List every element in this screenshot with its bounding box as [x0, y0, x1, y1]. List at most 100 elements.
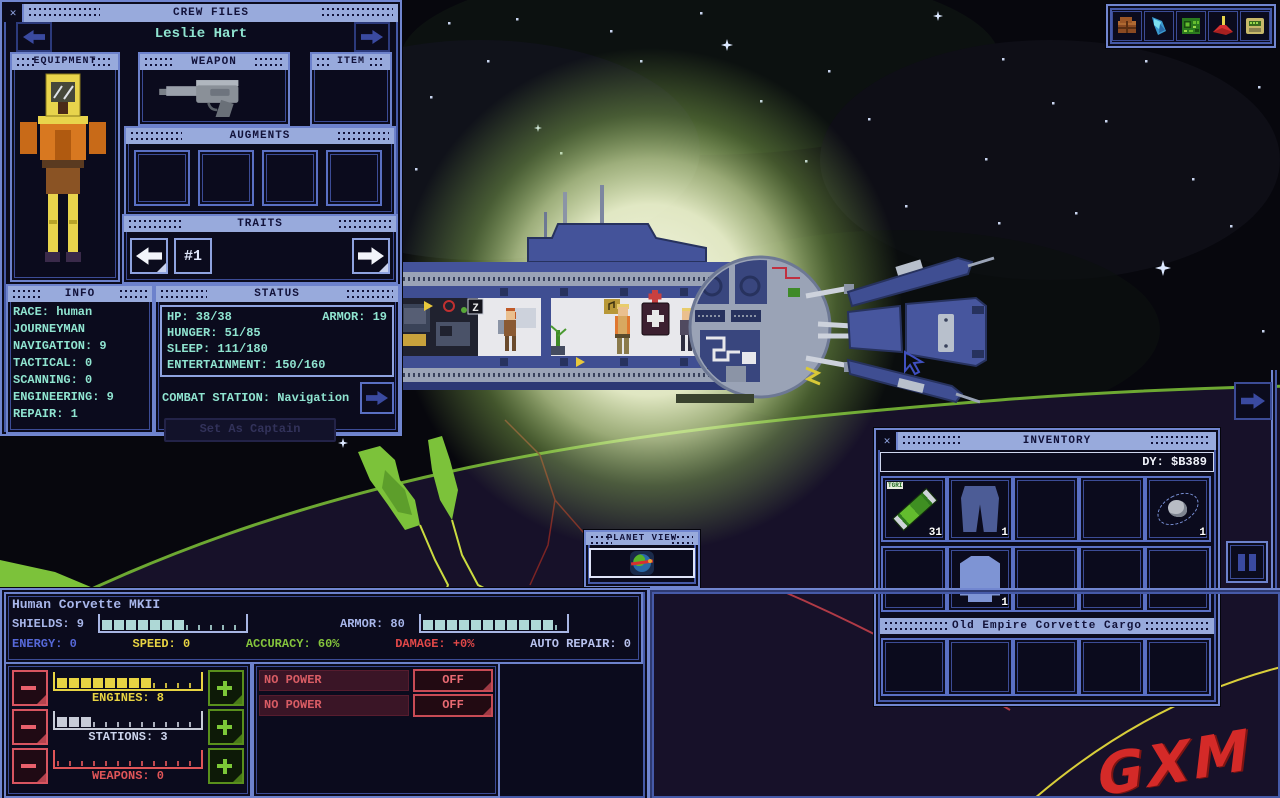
inventory-slot[interactable]: [1079, 476, 1145, 542]
system-row-label: NO POWER: [259, 695, 409, 716]
scroll-right-button[interactable]: [1234, 382, 1272, 420]
status-armor: ARMOR: 19: [322, 310, 387, 324]
stations-bar: [53, 710, 203, 730]
info-header: INFO: [8, 286, 152, 302]
inventory-slot[interactable]: [1145, 546, 1211, 612]
bar-segment: [129, 677, 139, 688]
sparkle-star: [721, 39, 733, 51]
star: [700, 12, 703, 15]
damage-label: DAMAGE: +0%: [395, 637, 475, 651]
engines-label: ENGINES: 8: [91, 690, 164, 705]
starfield: [338, 11, 1265, 448]
engines-plus-button[interactable]: [208, 670, 244, 706]
close-icon[interactable]: ✕: [878, 432, 898, 450]
beacon-icon[interactable]: [1208, 11, 1238, 41]
energy-label: ENERGY: 0: [12, 637, 77, 651]
augment-slot[interactable]: [326, 150, 382, 206]
combat-station-next-button[interactable]: [360, 382, 394, 414]
bar-segment: [177, 760, 187, 766]
gxm-watermark: GXM: [1096, 717, 1256, 798]
item-count: 31: [928, 527, 942, 539]
pause-button[interactable]: [1226, 541, 1268, 583]
star: [415, 168, 418, 171]
crate-glyph: [1118, 17, 1136, 33]
systems-box: NO POWER OFF NO POWER OFF: [252, 662, 500, 798]
shirt-item-icon: [960, 556, 1000, 602]
bar-segment: [434, 620, 445, 630]
bar-segment: [105, 677, 115, 688]
star: [1075, 212, 1078, 215]
medkit: [641, 290, 670, 336]
crew-member[interactable]: [615, 304, 630, 354]
inventory-slot[interactable]: 1: [947, 546, 1013, 612]
sleep-sign: [467, 298, 484, 315]
star: [1258, 86, 1261, 89]
traits-box: TRAITS #1: [122, 214, 398, 284]
inventory-slot[interactable]: [1013, 476, 1079, 542]
prev-crew-button[interactable]: [16, 22, 52, 52]
arrow-left-icon: [136, 246, 162, 266]
asteroid-item-icon: [1153, 484, 1203, 534]
bar-segment: [129, 721, 139, 727]
antenna-mast: [563, 192, 567, 232]
cargo-crate-icon[interactable]: [1112, 11, 1142, 41]
bar-segment: [174, 620, 185, 630]
weapons-minus-button[interactable]: [12, 748, 48, 784]
event-log-panel: GXM: [648, 588, 1280, 798]
sparkle-star: [338, 438, 348, 448]
star: [828, 70, 831, 73]
traits-next-button[interactable]: [352, 238, 390, 274]
stations-minus-button[interactable]: [12, 709, 48, 745]
system-off-button[interactable]: OFF: [413, 694, 493, 717]
bar-segment: [102, 620, 113, 630]
inventory-slot[interactable]: [1013, 638, 1079, 696]
traits-prev-button[interactable]: [130, 238, 168, 274]
armor-bar: [418, 614, 569, 633]
inventory-slot[interactable]: [1013, 546, 1079, 612]
crew-member[interactable]: [498, 308, 516, 351]
augment-slot[interactable]: [198, 150, 254, 206]
set-captain-button[interactable]: Set As Captain: [164, 418, 336, 442]
top-toolbar: [1106, 4, 1276, 48]
engines-bar: [53, 671, 203, 691]
crew-sprite[interactable]: [13, 72, 113, 272]
item-box[interactable]: ITEM: [310, 52, 392, 126]
circuit-board-icon[interactable]: [1176, 11, 1206, 41]
bar-segment: [129, 760, 139, 766]
planet-icon[interactable]: [630, 551, 654, 575]
tail-booms: [846, 256, 995, 404]
bar-segment: [165, 721, 175, 727]
inventory-slot[interactable]: [1145, 638, 1211, 696]
engines-minus-button[interactable]: [12, 670, 48, 706]
beacon-glyph: [1213, 16, 1233, 35]
crystal-icon[interactable]: [1144, 11, 1174, 41]
stations-label: STATIONS: 3: [88, 729, 168, 744]
inventory-slot[interactable]: [947, 638, 1013, 696]
stations-plus-button[interactable]: [208, 709, 244, 745]
close-icon[interactable]: ✕: [4, 4, 24, 22]
star: [1262, 330, 1265, 333]
bar-segment: [153, 760, 163, 766]
inventory-slot[interactable]: [881, 546, 947, 612]
player-ship[interactable]: Z: [394, 185, 995, 404]
augment-slot[interactable]: [262, 150, 318, 206]
inventory-slot[interactable]: 1: [1145, 476, 1211, 542]
console-icon[interactable]: [1240, 11, 1270, 41]
inventory-slot[interactable]: 1: [947, 476, 1013, 542]
crew-name: Leslie Hart: [154, 26, 248, 42]
inventory-slot[interactable]: [881, 638, 947, 696]
power-allocation-box: ENGINES: 8 STATIONS: 3 WEAPONS: 0: [4, 662, 252, 798]
weapons-plus-button[interactable]: [208, 748, 244, 784]
system-off-button[interactable]: OFF: [413, 669, 493, 692]
sparkle-star: [933, 11, 943, 21]
info-tactical: TACTICAL: 0: [13, 356, 93, 370]
inventory-slot[interactable]: [1079, 638, 1145, 696]
status-sleep: SLEEP: 111/180: [167, 342, 268, 356]
weapons-bar: [53, 749, 203, 769]
augment-slot[interactable]: [134, 150, 190, 206]
inventory-slot[interactable]: [1079, 546, 1145, 612]
weapon-box[interactable]: WEAPON: [138, 52, 290, 126]
next-crew-button[interactable]: [354, 22, 390, 52]
